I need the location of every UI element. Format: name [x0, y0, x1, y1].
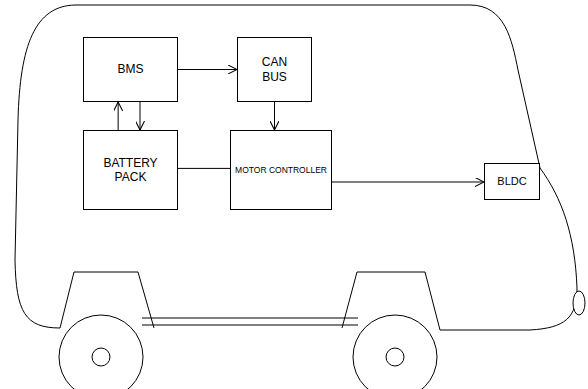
- headlight: [573, 291, 585, 315]
- process-box: BATTERY PACK: [83, 130, 178, 210]
- connector-arrow: [178, 168, 230, 169]
- connector-arrow: [178, 69, 237, 70]
- rear-wheel: [59, 315, 143, 389]
- chassis-line: [142, 325, 358, 326]
- box-label: BLDC: [497, 175, 526, 188]
- process-box: CAN BUS: [237, 37, 312, 102]
- process-box: BMS: [83, 37, 178, 102]
- box-label: BATTERY PACK: [98, 156, 164, 185]
- box-label: MOTOR CONTROLLER: [235, 165, 327, 175]
- connector-arrow: [332, 182, 484, 183]
- chassis-line: [142, 318, 358, 319]
- box-label: CAN BUS: [255, 55, 295, 84]
- process-box: MOTOR CONTROLLER: [230, 130, 332, 210]
- front-hub: [386, 348, 404, 366]
- van-body: [15, 5, 577, 330]
- connector-arrow: [274, 102, 275, 130]
- connector-arrow: [118, 102, 119, 130]
- process-box: BLDC: [484, 163, 540, 200]
- rear-hub: [92, 348, 110, 366]
- connector-arrow: [140, 102, 141, 130]
- front-wheel: [353, 315, 437, 389]
- box-label: BMS: [117, 62, 143, 76]
